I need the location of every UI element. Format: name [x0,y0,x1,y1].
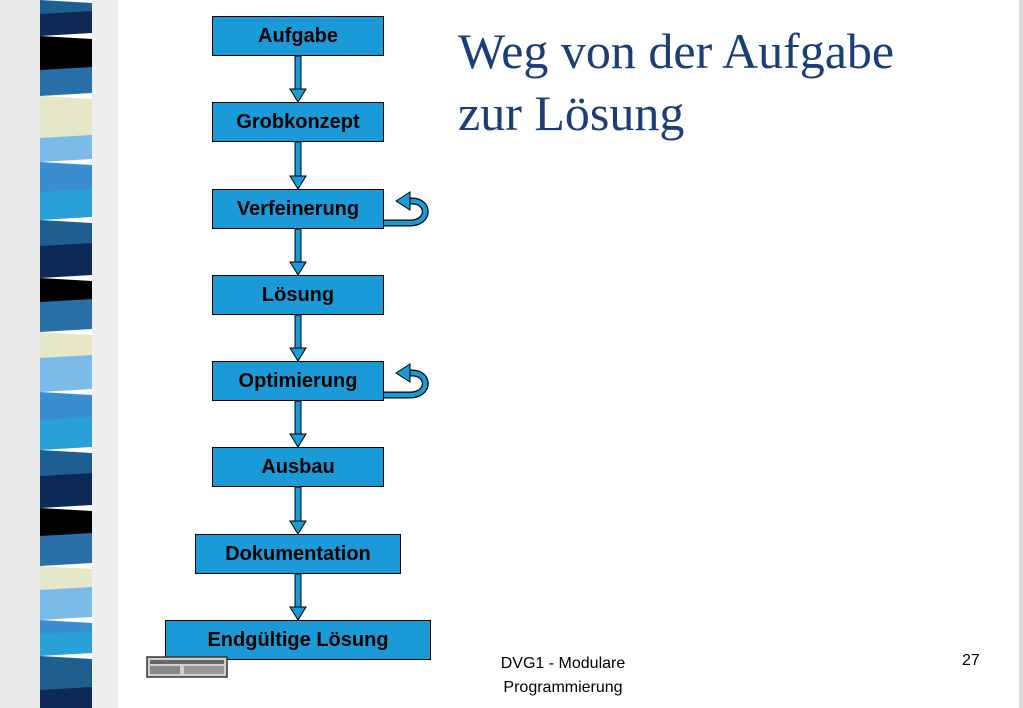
flow-step-label: Dokumentation [225,542,371,565]
flow-arrow-head [289,261,307,276]
flow-arrow-shaft [294,228,302,264]
flow-step-node: Ausbau [212,447,384,487]
page-number: 27 [962,652,980,669]
loop-back-arrow [384,198,428,226]
flow-arrow-shaft [294,55,302,91]
flow-step-node: Endgültige Lösung [165,620,431,660]
flow-step-node: Optimierung [212,361,384,401]
university-logo-icon [146,656,228,678]
footer-course-line-1: DVG1 - Modulare [500,655,626,672]
flow-arrow-shaft [294,400,302,436]
flow-step-node: Lösung [212,275,384,315]
flow-step-label: Aufgabe [258,24,338,47]
flow-step-label: Grobkonzept [236,110,360,133]
flow-step-node: Dokumentation [195,534,401,574]
flow-step-label: Endgültige Lösung [207,628,389,651]
flow-step-node: Grobkonzept [212,102,384,142]
loop-arrow-head [395,191,411,211]
decorative-stripe-bar [0,0,118,708]
flow-arrow-shaft [294,486,302,523]
flow-arrow-head [289,606,307,621]
flow-arrow-head [289,88,307,103]
flow-arrow-shaft [294,573,302,609]
page-title: Weg von der Aufgabe zur Lösung [458,20,894,144]
flow-step-label: Verfeinerung [236,197,360,220]
footer-course-title: DVG1 - Modulare Programmierung [478,652,648,700]
flow-step-label: Lösung [261,283,335,306]
footer-course-line-2: Programmierung [503,679,623,696]
loop-back-arrow [384,370,428,398]
loop-arrow-head [395,363,411,383]
flow-step-node: Aufgabe [212,16,384,56]
flow-step-node: Verfeinerung [212,189,384,229]
flow-step-label: Optimierung [238,369,358,392]
flow-arrow-head [289,175,307,190]
flow-arrow-shaft [294,314,302,350]
flow-arrow-head [289,347,307,362]
flow-step-label: Ausbau [261,455,335,478]
flow-arrow-head [289,433,307,448]
title-line-1: Weg von der Aufgabe [458,23,895,79]
flow-arrow-shaft [294,141,302,178]
right-edge-border [1019,0,1023,708]
title-line-2: zur Lösung [458,85,685,141]
flow-arrow-head [289,520,307,535]
